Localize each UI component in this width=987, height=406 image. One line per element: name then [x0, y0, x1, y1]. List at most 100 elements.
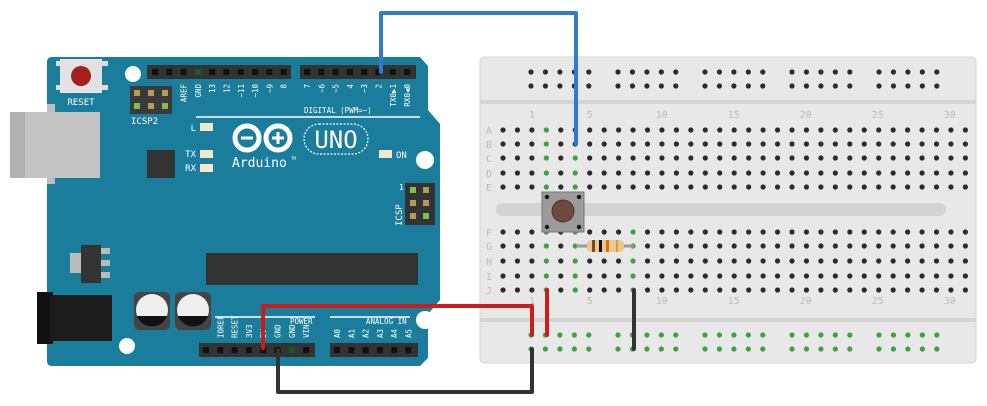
breadboard-hole[interactable]	[890, 155, 896, 161]
breadboard-hole[interactable]	[688, 287, 694, 293]
rail-hole[interactable]	[876, 346, 882, 352]
breadboard-hole[interactable]	[601, 170, 607, 176]
breadboard-hole[interactable]	[500, 273, 506, 279]
breadboard-hole[interactable]	[818, 243, 824, 249]
rail-hole[interactable]	[832, 346, 838, 352]
rail-hole[interactable]	[919, 69, 925, 75]
rail-hole[interactable]	[702, 332, 708, 338]
breadboard-hole[interactable]	[601, 273, 607, 279]
breadboard-hole[interactable]	[688, 243, 694, 249]
breadboard-hole[interactable]	[847, 258, 853, 264]
rail-hole[interactable]	[615, 83, 621, 89]
rail-hole[interactable]	[890, 83, 897, 89]
breadboard-hole[interactable]	[962, 258, 969, 264]
breadboard-hole[interactable]	[543, 127, 549, 133]
breadboard-hole[interactable]	[702, 258, 708, 264]
rail-hole[interactable]	[760, 332, 766, 338]
breadboard-hole[interactable]	[587, 141, 593, 147]
breadboard-hole[interactable]	[717, 229, 723, 235]
rail-hole[interactable]	[644, 332, 650, 338]
breadboard-hole[interactable]	[890, 258, 896, 264]
breadboard-hole[interactable]	[731, 258, 737, 264]
breadboard-hole[interactable]	[731, 287, 737, 293]
breadboard-hole[interactable]	[587, 184, 593, 190]
breadboard-hole[interactable]	[731, 170, 737, 176]
breadboard-hole[interactable]	[933, 184, 940, 190]
rail-hole[interactable]	[571, 346, 577, 352]
breadboard-hole[interactable]	[962, 243, 969, 249]
rail-hole[interactable]	[586, 69, 592, 75]
breadboard-hole[interactable]	[962, 155, 969, 161]
rail-hole[interactable]	[702, 69, 708, 75]
breadboard-hole[interactable]	[529, 141, 535, 147]
breadboard-hole[interactable]	[818, 141, 824, 147]
breadboard-hole[interactable]	[572, 170, 578, 176]
breadboard-hole[interactable]	[543, 155, 549, 161]
header-pin[interactable]	[375, 69, 382, 75]
header-pin[interactable]	[203, 347, 209, 353]
breadboard-hole[interactable]	[659, 141, 665, 147]
breadboard-hole[interactable]	[803, 243, 810, 249]
breadboard-hole[interactable]	[630, 258, 636, 264]
header-pin[interactable]	[260, 347, 267, 353]
wire-5v-to-rail[interactable]	[261, 304, 534, 350]
header-pin[interactable]	[303, 347, 310, 353]
breadboard-hole[interactable]	[905, 170, 911, 176]
breadboard-hole[interactable]	[746, 243, 752, 249]
breadboard-hole[interactable]	[760, 258, 766, 264]
push-button[interactable]	[541, 191, 585, 233]
breadboard-hole[interactable]	[818, 273, 824, 279]
breadboard-hole[interactable]	[529, 184, 535, 190]
breadboard-hole[interactable]	[543, 243, 549, 249]
rail-hole[interactable]	[803, 332, 810, 338]
breadboard-hole[interactable]	[832, 243, 838, 249]
breadboard-hole[interactable]	[876, 141, 882, 147]
breadboard-hole[interactable]	[644, 243, 651, 249]
breadboard-hole[interactable]	[500, 258, 506, 264]
breadboard-hole[interactable]	[702, 243, 708, 249]
breadboard-hole[interactable]	[702, 155, 708, 161]
breadboard-hole[interactable]	[818, 155, 824, 161]
rail-hole[interactable]	[905, 346, 911, 352]
breadboard-hole[interactable]	[948, 127, 954, 133]
breadboard-hole[interactable]	[803, 229, 810, 235]
breadboard-hole[interactable]	[673, 141, 680, 147]
breadboard-hole[interactable]	[659, 184, 665, 190]
breadboard-hole[interactable]	[890, 273, 896, 279]
breadboard-hole[interactable]	[587, 155, 593, 161]
rail-hole[interactable]	[832, 83, 838, 89]
breadboard-hole[interactable]	[731, 229, 737, 235]
rail-hole[interactable]	[745, 83, 751, 89]
breadboard-hole[interactable]	[616, 287, 622, 293]
breadboard-hole[interactable]	[861, 155, 867, 161]
breadboard-hole[interactable]	[746, 127, 752, 133]
header-pin[interactable]	[231, 347, 238, 353]
breadboard-hole[interactable]	[933, 273, 940, 279]
breadboard-hole[interactable]	[919, 287, 925, 293]
rail-hole[interactable]	[702, 83, 708, 89]
breadboard-hole[interactable]	[818, 287, 824, 293]
breadboard-hole[interactable]	[832, 258, 838, 264]
breadboard-hole[interactable]	[688, 273, 694, 279]
rail-hole[interactable]	[905, 69, 911, 75]
breadboard-hole[interactable]	[760, 229, 766, 235]
breadboard-hole[interactable]	[529, 155, 535, 161]
rail-hole[interactable]	[818, 332, 824, 338]
breadboard-hole[interactable]	[572, 273, 578, 279]
rail-hole[interactable]	[658, 346, 664, 352]
breadboard-hole[interactable]	[760, 243, 766, 249]
rail-hole[interactable]	[760, 346, 766, 352]
breadboard-hole[interactable]	[760, 141, 766, 147]
breadboard-hole[interactable]	[702, 287, 708, 293]
header-pin[interactable]	[152, 69, 158, 75]
breadboard-hole[interactable]	[876, 229, 882, 235]
breadboard-hole[interactable]	[616, 258, 622, 264]
breadboard-hole[interactable]	[500, 141, 506, 147]
breadboard-hole[interactable]	[832, 141, 838, 147]
breadboard-hole[interactable]	[529, 287, 535, 293]
breadboard-hole[interactable]	[529, 127, 535, 133]
rail-hole[interactable]	[658, 83, 664, 89]
breadboard-hole[interactable]	[630, 229, 636, 235]
breadboard-hole[interactable]	[500, 243, 506, 249]
header-pin[interactable]	[348, 347, 355, 353]
